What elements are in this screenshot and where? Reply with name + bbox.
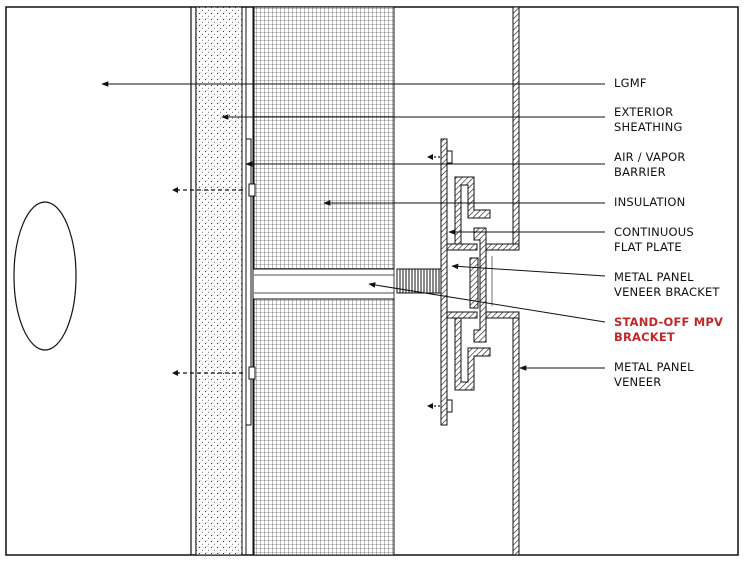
plate-screw-upper — [427, 150, 453, 164]
label-metal-panel-veneer-bracket: METAL PANEL VENEER BRACKET — [614, 270, 720, 299]
lgmf-stud — [13, 7, 197, 555]
continuous-flat-plate — [245, 138, 252, 426]
insulation-lower — [253, 298, 395, 556]
label-continuous-flat-plate: CONTINUOUS FLAT PLATE — [614, 225, 694, 254]
label-lgmf: LGMF — [614, 76, 647, 90]
leader-stand-off-mpv-bracket — [368, 282, 606, 323]
stand-off-mpv-bracket — [396, 268, 442, 294]
insulation-upper — [253, 6, 395, 270]
label-metal-panel-veneer: METAL PANEL VENEER — [614, 360, 694, 389]
exterior-sheathing — [195, 6, 243, 556]
wall-screw-lower — [172, 366, 256, 380]
stud-hole — [13, 201, 77, 351]
label-insulation: INSULATION — [614, 195, 686, 209]
leader-metal-panel-veneer-bracket — [451, 263, 606, 277]
metal-panel-veneer — [485, 6, 520, 556]
plate-screw-lower — [427, 399, 453, 413]
label-exterior-sheathing: EXTERIOR SHEATHING — [614, 105, 683, 134]
veneer-clip-assembly — [446, 176, 491, 391]
label-stand-off-mpv-bracket: STAND-OFF MPV BRACKET — [614, 315, 724, 344]
leader-lines — [101, 81, 606, 371]
label-air-vapor-barrier: AIR / VAPOR BARRIER — [614, 150, 686, 179]
bracket-plate — [440, 138, 448, 426]
wall-screw-upper — [172, 183, 256, 197]
